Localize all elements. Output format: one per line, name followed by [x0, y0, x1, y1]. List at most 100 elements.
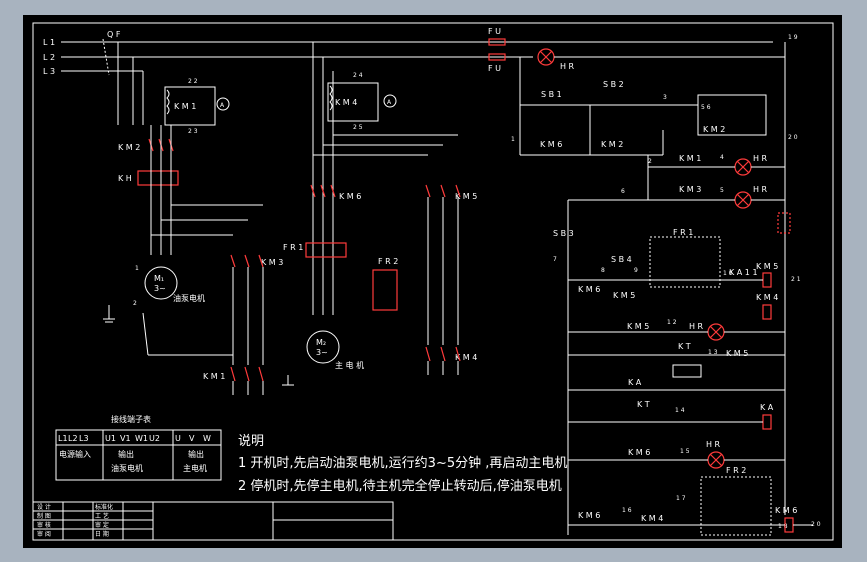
num-23: 2 3: [188, 128, 198, 135]
num-15: 1 5: [680, 448, 690, 455]
tb-cell: 标准化: [95, 503, 113, 511]
km5-coil: K M 5: [756, 262, 778, 271]
num-20b: 2 0: [811, 521, 821, 528]
km3-label: K M 3: [261, 258, 283, 267]
notes-line-2: 2 停机时,先停主电机,待主机完全停止转动后,停油泵电机: [238, 478, 562, 494]
num-9: 9: [634, 267, 638, 274]
sb1-label: S B 1: [541, 90, 562, 99]
kt-label-1: K T: [678, 342, 691, 351]
km4-label-p: K M 4: [455, 353, 477, 362]
num-12: 1 2: [667, 319, 677, 326]
num-6: 6: [621, 188, 625, 195]
num-17: 1 7: [676, 495, 686, 502]
num-2-motor: 2: [133, 300, 137, 307]
tb-cell: 工 艺: [95, 512, 109, 520]
fr1-label-p: F R 1: [283, 243, 303, 252]
pump-motor-label: 油泵电机: [173, 293, 205, 303]
ka-label-1: K A: [628, 378, 642, 387]
num-5: 5: [720, 187, 724, 194]
fr2-label-c: F R 2: [726, 466, 746, 475]
main-motor-3: 3~: [316, 348, 328, 357]
line-label-l3: L 3: [43, 67, 55, 76]
fr1-label-c: F R 1: [673, 228, 693, 237]
ammeter-2: A: [387, 99, 392, 106]
ammeter-1: A: [220, 102, 225, 109]
km6-label-c4: K M 6: [578, 511, 600, 520]
kh-label: K H: [118, 174, 132, 183]
num-1-motor: 1: [135, 265, 139, 272]
num-22: 2 2: [188, 78, 198, 85]
breaker-qf: Q F: [102, 30, 144, 125]
num-4: 4: [720, 154, 724, 161]
terminal-row: U1: [105, 434, 116, 443]
fuse-label-1: F U: [488, 27, 501, 36]
pump-power: K M 2 K H K M 3 M₁ 3~ 油泵电机 1 2 K M 1: [103, 125, 283, 395]
ammeter-circuit-2: K M 4 2 4 2 5 A: [327, 72, 397, 131]
tb-cell: 制 图: [37, 512, 51, 520]
km2-label: K M 2: [118, 143, 140, 152]
schematic: L 1 L 2 L 3 Q F K M 1 2 2 2 3 A K M 4 2 …: [32, 22, 834, 541]
km3-label-c: K M 3: [679, 185, 701, 194]
num-20: 2 0: [788, 134, 798, 141]
title-block: 设 计 标准化 制 图 工 艺 审 核 审 定 审 阅 日 期: [32, 501, 394, 541]
pump-motor-3: 3~: [154, 284, 166, 293]
km5-label-c2: K M 5: [627, 322, 649, 331]
sb3-label: S B 3: [553, 229, 574, 238]
notes-title: 说明: [238, 434, 264, 449]
notes-line-1: 1 开机时,先启动油泵电机,运行约3~5分钟 ,再启动主电机: [238, 455, 567, 471]
terminal-row: U2: [149, 434, 160, 443]
terminal-group-3b: 主电机: [183, 463, 207, 473]
sb4-label: S B 4: [611, 255, 632, 264]
km6-label-p: K M 6: [339, 192, 361, 201]
km4-coil: K M 4: [756, 293, 778, 302]
num-18: 1 8: [778, 523, 788, 530]
km1-label-b: K M 1: [203, 372, 225, 381]
km6-label-c: K M 6: [540, 140, 562, 149]
line-label-l1: L 1: [43, 38, 55, 47]
km6-coil: K M 6: [775, 506, 797, 515]
num-19: 1 9: [788, 34, 798, 41]
num-25: 2 5: [353, 124, 363, 131]
breaker-label: Q F: [107, 30, 121, 39]
km2-label-c: K M 2: [601, 140, 623, 149]
terminal-group-1: 电源输入: [59, 449, 91, 459]
km5-label-p: K M 5: [455, 192, 477, 201]
main-motor-label: 主 电 机: [335, 360, 364, 370]
terminal-row: W: [203, 434, 211, 443]
notes: 说明 1 开机时,先启动油泵电机,运行约3~5分钟 ,再启动主电机 2 停机时,…: [238, 434, 567, 494]
terminal-table: 接线端子表 L1 L2 L3 U1 V1 W1 U2 U V W 电源输入 输出…: [55, 414, 222, 481]
hr-label-3: H R: [753, 185, 768, 194]
num-10: 1 0: [723, 270, 733, 277]
terminal-row: U: [175, 434, 181, 443]
terminal-row: W1: [135, 434, 148, 443]
terminal-row: V: [189, 434, 195, 443]
drawing-sheet: L 1 L 2 L 3 Q F K M 1 2 2 2 3 A K M 4 2 …: [23, 15, 842, 548]
fuse-label-2: F U: [488, 64, 501, 73]
km2-coil: K M 2: [703, 125, 725, 134]
ammeter-circuit-1: K M 1 2 2 2 3 A: [164, 78, 230, 135]
terminal-row: L1: [58, 434, 68, 443]
control-circuit: F U F U H R 1 9 S B 1 S B 2 3 5 6 K M 2 …: [488, 27, 821, 536]
terminal-group-3: 输出: [188, 449, 204, 459]
num-1: 1: [511, 136, 515, 143]
km1-label-c: K M 1: [679, 154, 701, 163]
hr-label-2: H R: [753, 154, 768, 163]
km5-label-c3: K M 5: [726, 349, 748, 358]
ka11-label: K A 1 1: [729, 268, 758, 277]
terminal-group-2: 输出: [118, 449, 134, 459]
num-2: 2: [648, 158, 652, 165]
terminal-row: V1: [120, 434, 131, 443]
main-power: K M 6 F R 1 M₂ 3~ 主 电 机 F R 2 K M 5 K M …: [282, 42, 477, 386]
terminal-title: 接线端子表: [111, 414, 151, 424]
kt-label-2: K T: [637, 400, 650, 409]
num-8: 8: [601, 267, 605, 274]
tb-cell: 设 计: [37, 503, 51, 511]
supply-lines: L 1 L 2 L 3: [43, 38, 773, 76]
hr-label-5: H R: [706, 440, 721, 449]
terminal-group-2b: 油泵电机: [111, 463, 143, 473]
num-16: 1 6: [622, 507, 632, 514]
num-13: 1 3: [708, 349, 718, 356]
hr-label-1: H R: [560, 62, 575, 71]
num-21: 2 1: [791, 276, 801, 283]
tb-cell: 审 定: [95, 521, 109, 529]
